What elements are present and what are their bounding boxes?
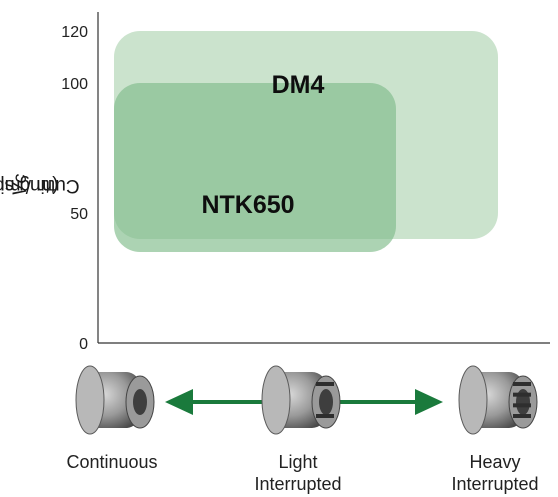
y-tick-label: 100 xyxy=(61,76,88,93)
region-label-dm4: DM4 xyxy=(272,71,325,99)
region-ntk650 xyxy=(114,83,396,252)
arrow-head-left xyxy=(165,389,193,415)
y-tick-label: 50 xyxy=(70,206,88,223)
region-label-ntk650: NTK650 xyxy=(201,191,294,219)
tool-part-icon xyxy=(75,365,155,435)
tool-parts xyxy=(75,365,538,435)
y-ticks: 0 50 100 120 xyxy=(61,24,88,353)
tool-part-icon xyxy=(261,365,341,435)
y-tick-label: 120 xyxy=(61,24,88,41)
y-tick-label: 0 xyxy=(79,336,88,353)
axes xyxy=(97,12,550,344)
y-axis-label: Cutting speed Vc (m / min) xyxy=(0,173,80,197)
category-label: Continuous xyxy=(66,452,158,472)
arrow-head-right xyxy=(415,389,443,415)
tool-part-icon xyxy=(458,365,538,435)
